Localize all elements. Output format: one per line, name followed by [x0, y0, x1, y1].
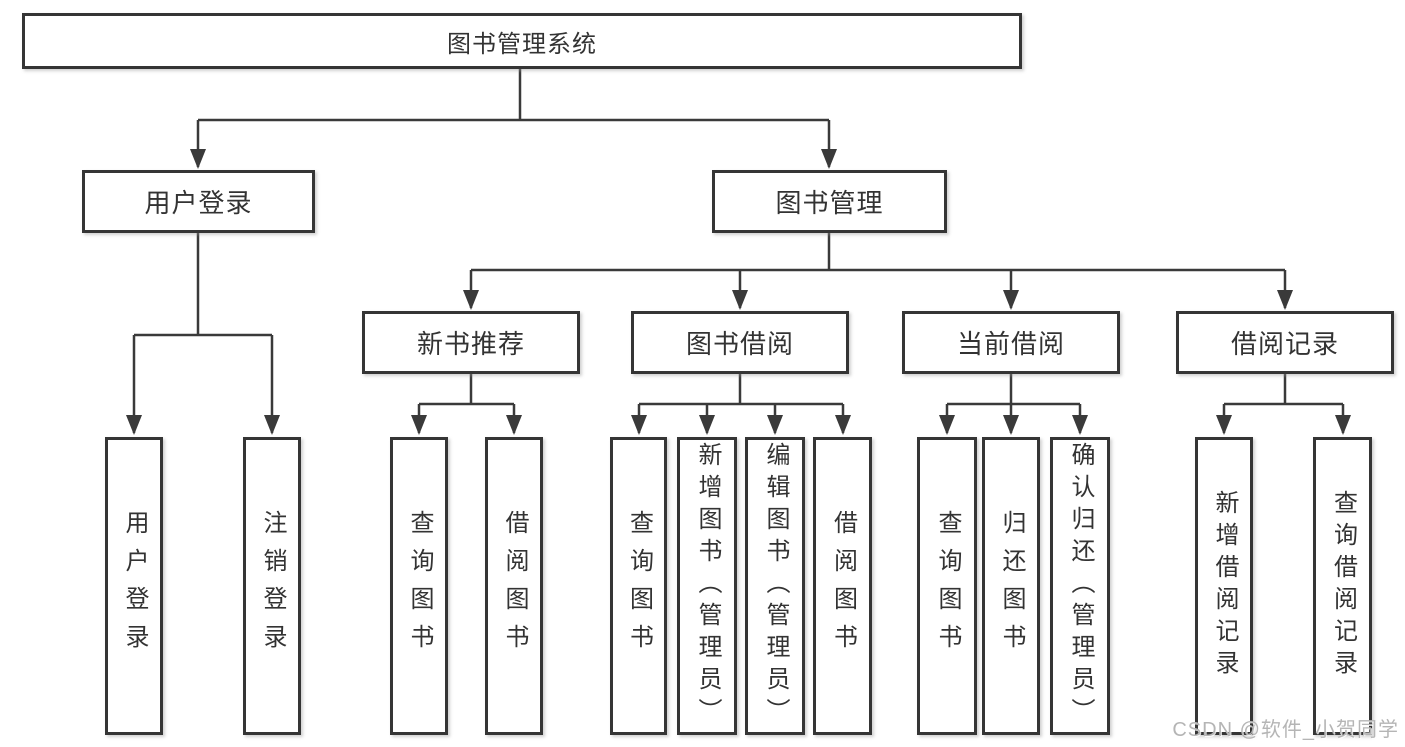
- node-borrow-records: 借阅记录: [1176, 311, 1394, 374]
- node-user-login-label: 用户登录: [144, 188, 253, 218]
- leaf-add-book-admin: 新增图书（管理员）: [677, 437, 737, 735]
- leaf-query-books-current-label: 查询图书: [934, 510, 961, 662]
- node-user-login: 用户登录: [82, 170, 315, 233]
- leaf-borrow-books: 借阅图书: [813, 437, 872, 735]
- node-new-book-recommend: 新书推荐: [362, 311, 580, 374]
- leaf-borrow-books-recommend-label: 借阅图书: [501, 510, 528, 662]
- leaf-add-borrow-record: 新增借阅记录: [1195, 437, 1253, 735]
- leaf-user-login-label: 用户登录: [121, 510, 148, 662]
- node-library-system: 图书管理系统: [22, 13, 1022, 69]
- node-book-management: 图书管理: [712, 170, 947, 233]
- node-book-management-label: 图书管理: [775, 188, 884, 218]
- node-current-borrow: 当前借阅: [902, 311, 1120, 374]
- node-new-book-recommend-label: 新书推荐: [416, 329, 525, 359]
- leaf-borrow-books-label: 借阅图书: [829, 510, 857, 662]
- node-current-borrow-label: 当前借阅: [956, 329, 1065, 359]
- leaf-edit-book-admin-label: 编辑图书（管理员）: [762, 442, 789, 730]
- leaf-query-borrow-record: 查询借阅记录: [1313, 437, 1372, 735]
- leaf-query-books-borrow: 查询图书: [610, 437, 667, 735]
- leaf-query-books-recommend: 查询图书: [390, 437, 448, 735]
- leaf-logout: 注销登录: [243, 437, 301, 735]
- leaf-confirm-return-admin: 确认归还（管理员）: [1050, 437, 1110, 735]
- node-library-system-label: 图书管理系统: [447, 30, 597, 58]
- leaf-confirm-return-admin-label: 确认归还（管理员）: [1067, 442, 1094, 730]
- csdn-watermark: CSDN @软件_小贺同学: [1172, 719, 1399, 741]
- leaf-edit-book-admin: 编辑图书（管理员）: [745, 437, 805, 735]
- leaf-query-borrow-record-label: 查询借阅记录: [1329, 490, 1357, 682]
- leaf-query-books-current: 查询图书: [917, 437, 977, 735]
- leaf-add-book-admin-label: 新增图书（管理员）: [694, 442, 721, 730]
- leaf-add-borrow-record-label: 新增借阅记录: [1211, 490, 1238, 682]
- node-book-borrow: 图书借阅: [631, 311, 849, 374]
- leaf-query-books-borrow-label: 查询图书: [625, 510, 653, 662]
- leaf-return-book-label: 归还图书: [998, 510, 1025, 662]
- node-book-borrow-label: 图书借阅: [685, 329, 794, 359]
- node-borrow-records-label: 借阅记录: [1230, 329, 1339, 359]
- leaf-user-login: 用户登录: [105, 437, 163, 735]
- leaf-query-books-recommend-label: 查询图书: [406, 510, 433, 662]
- leaf-borrow-books-recommend: 借阅图书: [485, 437, 543, 735]
- leaf-logout-label: 注销登录: [259, 510, 286, 662]
- leaf-return-book: 归还图书: [982, 437, 1040, 735]
